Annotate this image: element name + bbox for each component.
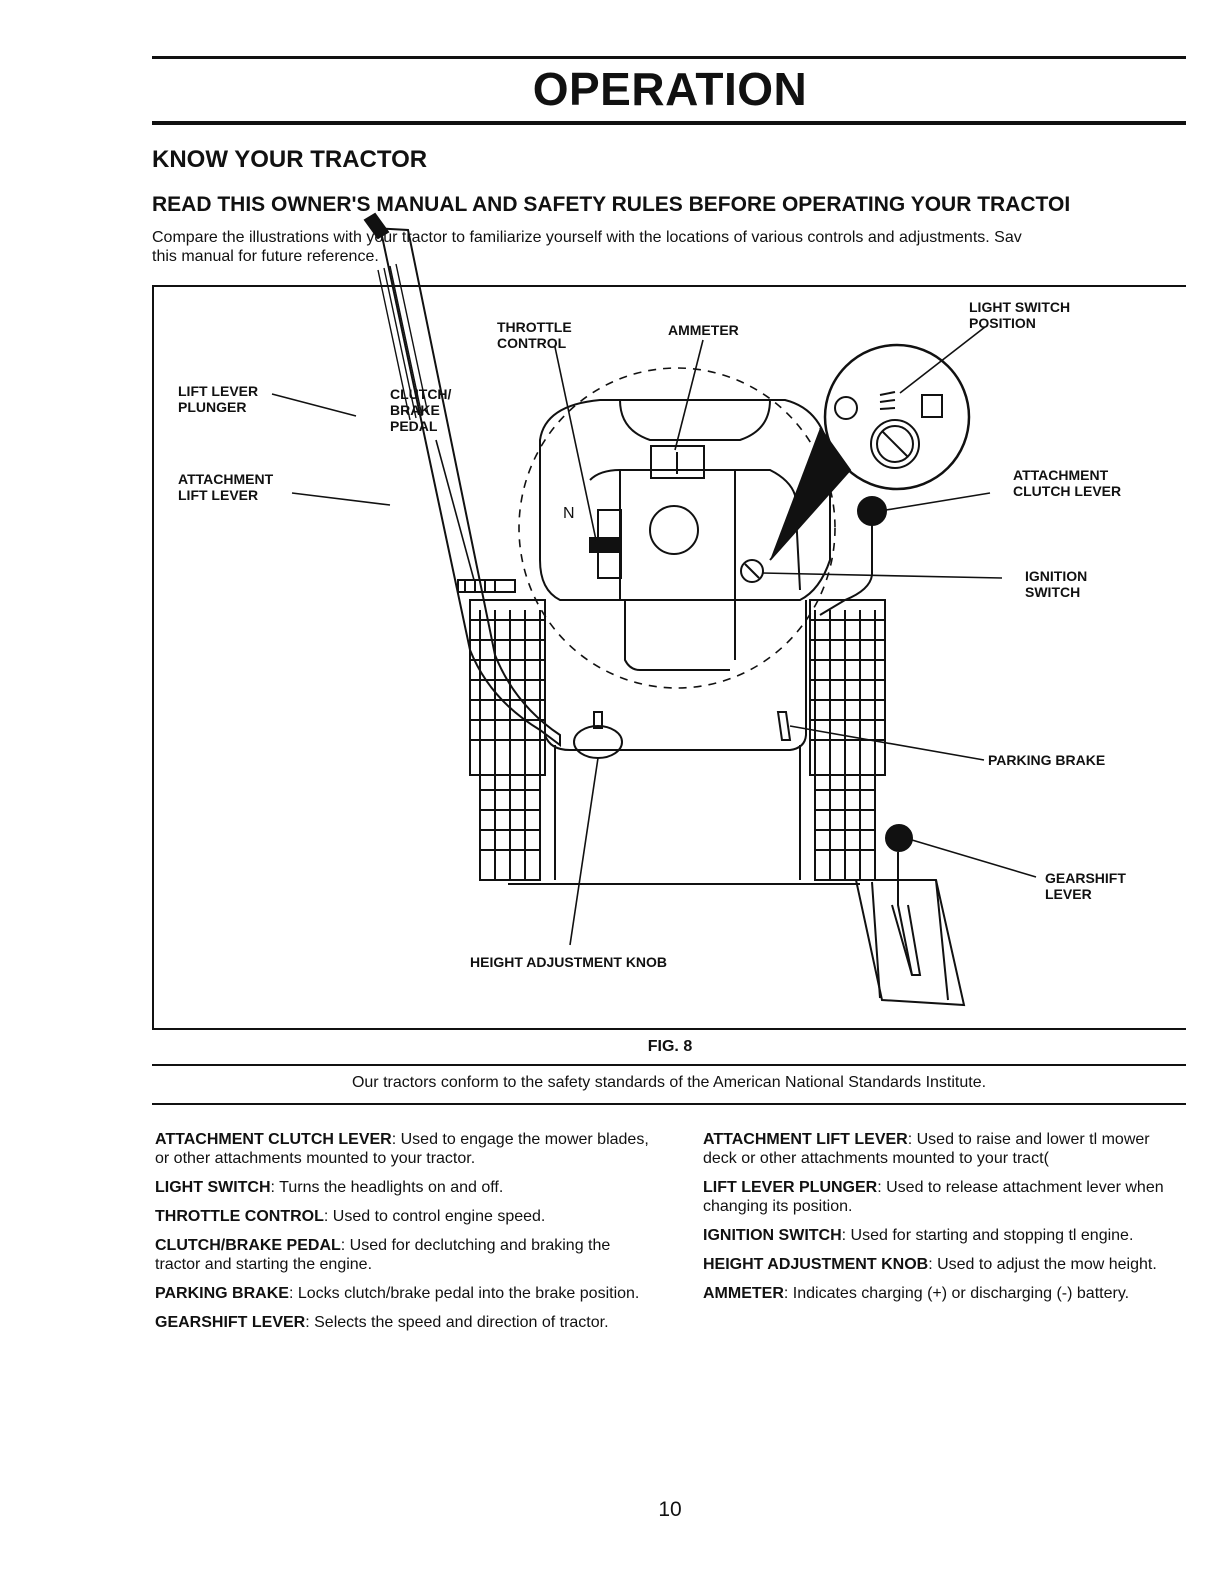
- figure-frame-top: [152, 285, 1186, 287]
- page-number: 10: [658, 1498, 682, 1521]
- definition-text: Selects the speed and direction of tract…: [314, 1314, 609, 1331]
- definition-text: Used to adjust the mow height.: [937, 1256, 1157, 1273]
- intro-line-2: this manual for future reference.: [152, 248, 379, 265]
- section-heading: KNOW YOUR TRACTOR: [152, 146, 428, 173]
- definition-item: CLUTCH/BRAKE PEDAL: Used for declutching…: [155, 1237, 611, 1273]
- definition-term: PARKING BRAKE: [155, 1285, 289, 1302]
- definition-text: Used for starting and stopping tl engine…: [850, 1227, 1134, 1244]
- gauge-mark: N: [563, 505, 575, 522]
- definition-item: LIFT LEVER PLUNGER: Used to release atta…: [703, 1179, 1164, 1215]
- definition-term: ATTACHMENT CLUTCH LEVER: [155, 1131, 392, 1148]
- left-rear-tire: [469, 599, 546, 881]
- definition-text: Used to engage the mower blades, or othe…: [155, 1131, 649, 1167]
- definition-item: IGNITION SWITCH: Used for starting and s…: [703, 1227, 1134, 1244]
- label-parking-brake: PARKING BRAKE: [988, 752, 1106, 768]
- definition-term: LIGHT SWITCH: [155, 1179, 271, 1196]
- definition-term: ATTACHMENT LIFT LEVER: [703, 1131, 908, 1148]
- definition-item: LIGHT SWITCH: Turns the headlights on an…: [155, 1179, 504, 1196]
- definition-term: AMMETER: [703, 1285, 784, 1302]
- right-rear-tire: [809, 599, 886, 881]
- label-attachment-lift-lever: ATTACHMENT LIFT LEVER: [178, 471, 274, 503]
- label-throttle-control: THROTTLE CONTROL: [497, 319, 572, 351]
- intro-paragraph: Compare the illustrations with your trac…: [152, 228, 1186, 266]
- standards-rule: [152, 1103, 1186, 1105]
- label-ammeter: AMMETER: [668, 322, 739, 338]
- definition-item: PARKING BRAKE: Locks clutch/brake pedal …: [155, 1285, 640, 1302]
- definition-text: Turns the headlights on and off.: [279, 1179, 504, 1196]
- definition-item: HEIGHT ADJUSTMENT KNOB: Used to adjust t…: [703, 1256, 1157, 1273]
- label-lift-lever-plunger: LIFT LEVER PLUNGER: [178, 383, 259, 415]
- definition-term: HEIGHT ADJUSTMENT KNOB: [703, 1256, 929, 1273]
- intro-line-1: Compare the illustrations with your trac…: [152, 229, 1022, 246]
- definition-text: Used to raise and lower tl mower deck or…: [703, 1131, 1150, 1167]
- tractor-illustration: N: [271, 212, 1037, 1007]
- definition-item: ATTACHMENT LIFT LEVER: Used to raise and…: [703, 1131, 1150, 1167]
- caption-rule: [152, 1064, 1186, 1066]
- label-clutch-brake-pedal: CLUTCH/ BRAKE PEDAL: [390, 386, 452, 434]
- definition-text: Used for declutching and braking the tra…: [155, 1237, 611, 1273]
- figure-caption: FIG. 8: [647, 1038, 693, 1055]
- definition-text: Indicates charging (+) or discharging (-…: [792, 1285, 1130, 1302]
- top-rule: [152, 56, 1186, 59]
- label-gearshift-lever: GEARSHIFT LEVER: [1045, 870, 1126, 902]
- page-title: OPERATION: [532, 63, 808, 115]
- warning-heading: READ THIS OWNER'S MANUAL AND SAFETY RULE…: [152, 193, 1071, 216]
- definition-term: LIFT LEVER PLUNGER: [703, 1179, 878, 1196]
- definition-text: Locks clutch/brake pedal into the brake …: [297, 1285, 640, 1302]
- definition-item: ATTACHMENT CLUTCH LEVER: Used to engage …: [155, 1131, 649, 1167]
- definition-item: THROTTLE CONTROL: Used to control engine…: [155, 1208, 546, 1225]
- definition-text: Used to release attachment lever when ch…: [703, 1179, 1164, 1215]
- standards-note: Our tractors conform to the safety stand…: [351, 1074, 987, 1091]
- label-light-switch-position: LIGHT SWITCH POSITION: [969, 299, 1071, 331]
- definition-term: GEARSHIFT LEVER: [155, 1314, 306, 1331]
- label-ignition-switch: IGNITION SWITCH: [1025, 568, 1088, 600]
- label-height-adjustment-knob: HEIGHT ADJUSTMENT KNOB: [470, 954, 668, 970]
- label-attachment-clutch-lever: ATTACHMENT CLUTCH LEVER: [1013, 467, 1122, 499]
- definition-term: CLUTCH/BRAKE PEDAL: [155, 1237, 341, 1254]
- definition-term: THROTTLE CONTROL: [155, 1208, 324, 1225]
- figure-frame-left: [152, 285, 154, 1029]
- figure-frame-bottom: [152, 1028, 1186, 1030]
- title-underline: [152, 121, 1186, 125]
- definition-item: AMMETER: Indicates charging (+) or disch…: [703, 1285, 1130, 1302]
- definition-term: IGNITION SWITCH: [703, 1227, 842, 1244]
- definitions-left-column: ATTACHMENT CLUTCH LEVER: Used to engage …: [155, 1130, 650, 1342]
- definitions-right-column: ATTACHMENT LIFT LEVER: Used to raise and…: [703, 1130, 1186, 1313]
- definition-item: GEARSHIFT LEVER: Selects the speed and d…: [155, 1314, 609, 1331]
- definition-text: Used to control engine speed.: [332, 1208, 546, 1225]
